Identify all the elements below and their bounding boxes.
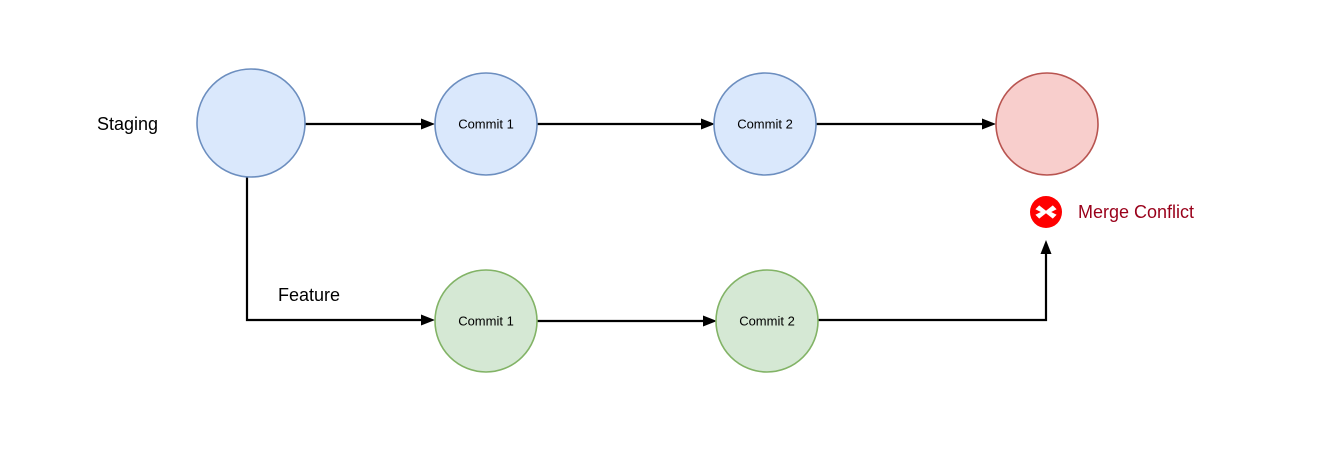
error-x-mark bbox=[1035, 205, 1057, 219]
node-feature-commit-1-label: Commit 1 bbox=[458, 314, 514, 329]
edges-layer bbox=[245, 118, 1052, 327]
error-x-circle-icon bbox=[1030, 196, 1062, 228]
node-feature-commit-2-label: Commit 2 bbox=[739, 314, 795, 329]
branch-labels-layer: Staging Feature bbox=[97, 114, 340, 305]
arrowhead-merge-conflict bbox=[1040, 240, 1052, 254]
arrowhead-feature-commit-1 bbox=[421, 314, 435, 326]
edge-feature-to-merge-conflict bbox=[818, 248, 1048, 322]
nodes-layer: Commit 1 Commit 2 Commit 1 Commit 2 bbox=[196, 68, 1099, 373]
node-staging-commit-1[interactable] bbox=[434, 72, 538, 176]
node-feature-commit-1[interactable] bbox=[434, 269, 538, 373]
merge-conflict-label: Merge Conflict bbox=[1078, 202, 1194, 222]
node-feature-commit-2[interactable] bbox=[715, 269, 819, 373]
arrowhead-staging-commit-2 bbox=[701, 118, 715, 130]
node-staging-commit-1-label: Commit 1 bbox=[458, 117, 514, 132]
arrowhead-merge-target bbox=[982, 118, 996, 130]
merge-conflict-annotation: Merge Conflict bbox=[1030, 196, 1194, 228]
edge-root-to-feature-branch bbox=[245, 176, 427, 322]
branch-label-staging: Staging bbox=[97, 114, 158, 134]
branch-label-feature: Feature bbox=[278, 285, 340, 305]
node-staging-root[interactable] bbox=[196, 68, 306, 178]
node-merge-target[interactable] bbox=[995, 72, 1099, 176]
node-staging-commit-2-label: Commit 2 bbox=[737, 117, 793, 132]
node-staging-commit-2[interactable] bbox=[713, 72, 817, 176]
arrowhead-feature-commit-2 bbox=[703, 315, 717, 327]
arrowhead-staging-commit-1 bbox=[421, 118, 435, 130]
